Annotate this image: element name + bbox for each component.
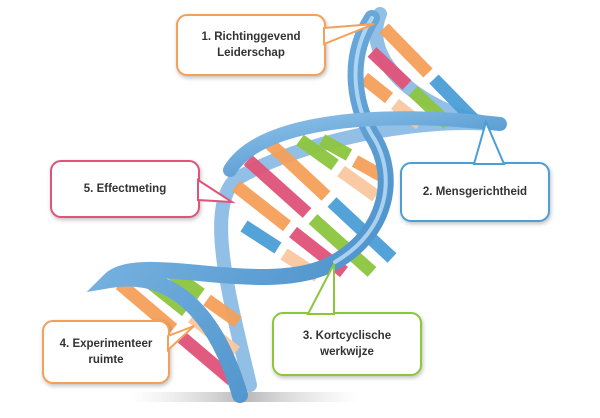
callout-3-pointer xyxy=(306,263,335,315)
callout-1-pointer xyxy=(323,23,375,46)
base-pair-rung-8-b xyxy=(337,165,380,202)
callout-experimenteer-ruimte: 4. Experimenteer ruimte xyxy=(42,320,170,384)
callout-richtinggevend-leiderschap: 1. Richtinggevend Leiderschap xyxy=(176,14,326,76)
helix-strand-upper-arc xyxy=(223,111,507,177)
callout-4-line2: ruimte xyxy=(88,354,124,366)
base-pair-rung-9-a xyxy=(318,134,353,161)
callout-2-pointer xyxy=(472,120,506,165)
callout-5-pointer xyxy=(197,178,236,204)
base-pair-rung-4-a xyxy=(261,135,331,201)
callout-2-line1: 2. Mensgerichtheid xyxy=(422,186,528,198)
callout-3-line1: 3. Kortcyclische xyxy=(302,330,392,342)
base-pair-rung-8-a xyxy=(296,134,339,171)
base-pair-rung-12-b xyxy=(203,294,242,328)
callout-1-line1: 1. Richtinggevend xyxy=(201,31,301,43)
callout-1-line2: Leiderschap xyxy=(217,47,285,59)
base-pair-rung-2-a xyxy=(367,47,412,90)
base-pair-rung-1-a xyxy=(379,23,433,78)
callout-4-pointer xyxy=(167,325,195,352)
helix-strand-front-highlight xyxy=(333,16,388,264)
base-pair-rung-10-b xyxy=(174,330,237,385)
callout-kortcyclische-werkwijze: 3. Kortcyclische werkwijze xyxy=(272,312,422,376)
callout-3-line2: werkwijze xyxy=(320,346,374,358)
callout-4-line1: 4. Experimenteer xyxy=(59,338,153,350)
base-pair-rung-3-a xyxy=(359,72,394,104)
base-pair-rung-7-a xyxy=(240,220,282,254)
callout-effectmeting: 5. Effectmeting xyxy=(50,160,200,218)
callout-5-line1: 5. Effectmeting xyxy=(83,183,167,195)
callout-mensgerichtheid: 2. Mensgerichtheid xyxy=(400,162,550,222)
base-pair-rung-5-a xyxy=(243,155,312,218)
base-pair-rung-5-b xyxy=(308,214,377,277)
base-pair-rung-6-a xyxy=(231,180,292,232)
